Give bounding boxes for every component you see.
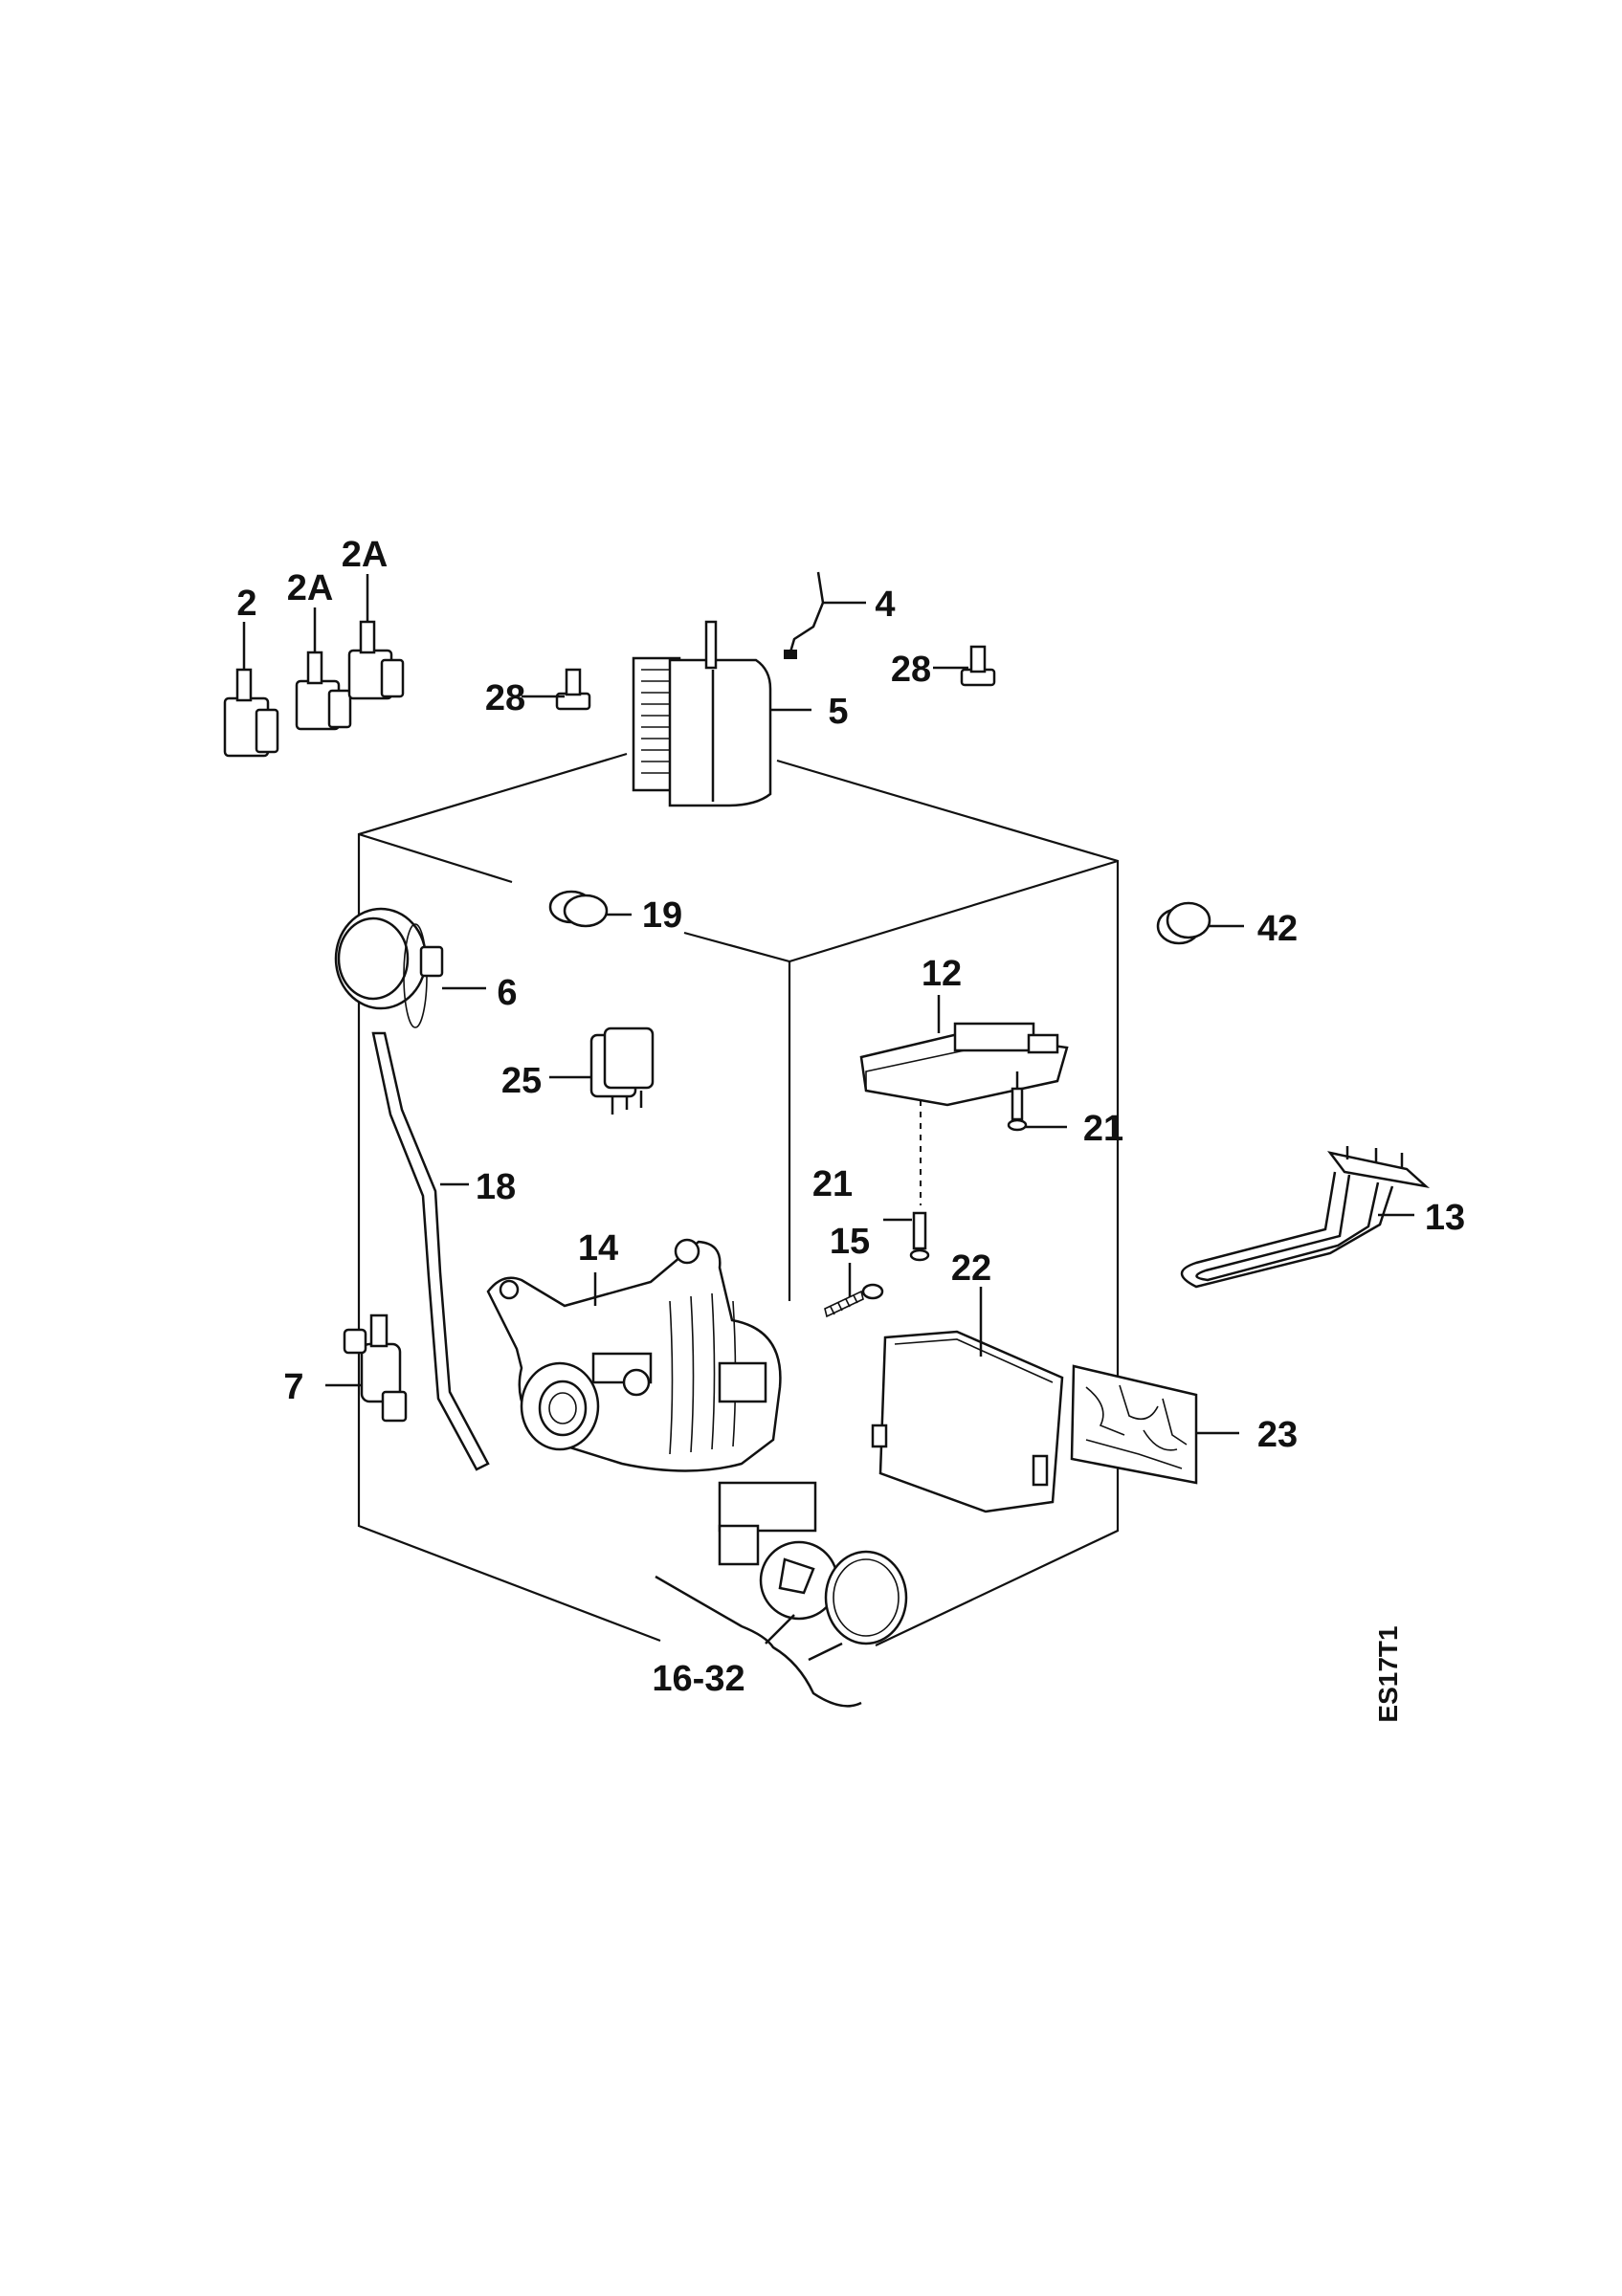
callout-14: 14: [578, 1228, 618, 1269]
part-28-thermostat-left: [522, 668, 591, 711]
callout-28-right: 28: [891, 650, 931, 690]
callout-4: 4: [875, 585, 895, 625]
callout-6: 6: [497, 973, 517, 1013]
callout-16-32: 16-32: [652, 1659, 744, 1699]
callout-21-left: 21: [812, 1164, 853, 1204]
part-2a-switch-left: [295, 607, 352, 731]
callout-28-left: 28: [485, 678, 525, 718]
callout-21-right: 21: [1083, 1109, 1123, 1149]
part-19-plug: [548, 890, 632, 928]
part-23-circuit-board: [1070, 1364, 1239, 1485]
part-6-pressure-switch: [334, 907, 486, 1028]
cabinet-outline: [357, 752, 1120, 1646]
part-21-screw-right: [1007, 1071, 1067, 1132]
part-16-32-drain-pump: [655, 1481, 908, 1708]
callout-22: 22: [951, 1248, 991, 1289]
part-42-cap: [1156, 901, 1244, 945]
part-14-motor: [486, 1238, 782, 1472]
part-7-inlet-valve: [325, 1314, 408, 1423]
part-15-screw: [824, 1263, 884, 1318]
part-28-thermostat-right: [933, 645, 996, 687]
callout-7: 7: [283, 1367, 303, 1407]
callout-5: 5: [828, 692, 848, 732]
callout-13: 13: [1425, 1198, 1465, 1238]
callout-2a-right: 2A: [342, 535, 389, 575]
part-18-hose: [371, 1031, 490, 1471]
callout-15: 15: [830, 1222, 870, 1262]
callout-23: 23: [1257, 1415, 1298, 1455]
callout-2: 2: [236, 584, 256, 624]
part-13-heating-element: [1180, 1146, 1431, 1289]
part-12-door-lock: [859, 995, 1069, 1107]
callout-12: 12: [922, 954, 962, 994]
part-2-switch: [223, 622, 279, 758]
part-5-programmer: [632, 620, 811, 807]
part-25-relay: [549, 1027, 655, 1115]
callout-25: 25: [501, 1061, 542, 1101]
callout-42: 42: [1257, 909, 1298, 949]
part-21-screw-left: [883, 1100, 930, 1262]
part-22-module-housing: [871, 1287, 1064, 1513]
part-4-wire: [784, 571, 866, 659]
callout-19: 19: [642, 895, 682, 936]
part-2a-switch-right: [347, 574, 405, 700]
drawing-code: ES17T1: [1373, 1625, 1403, 1722]
callout-2a-left: 2A: [287, 568, 334, 608]
callout-18: 18: [476, 1167, 516, 1207]
